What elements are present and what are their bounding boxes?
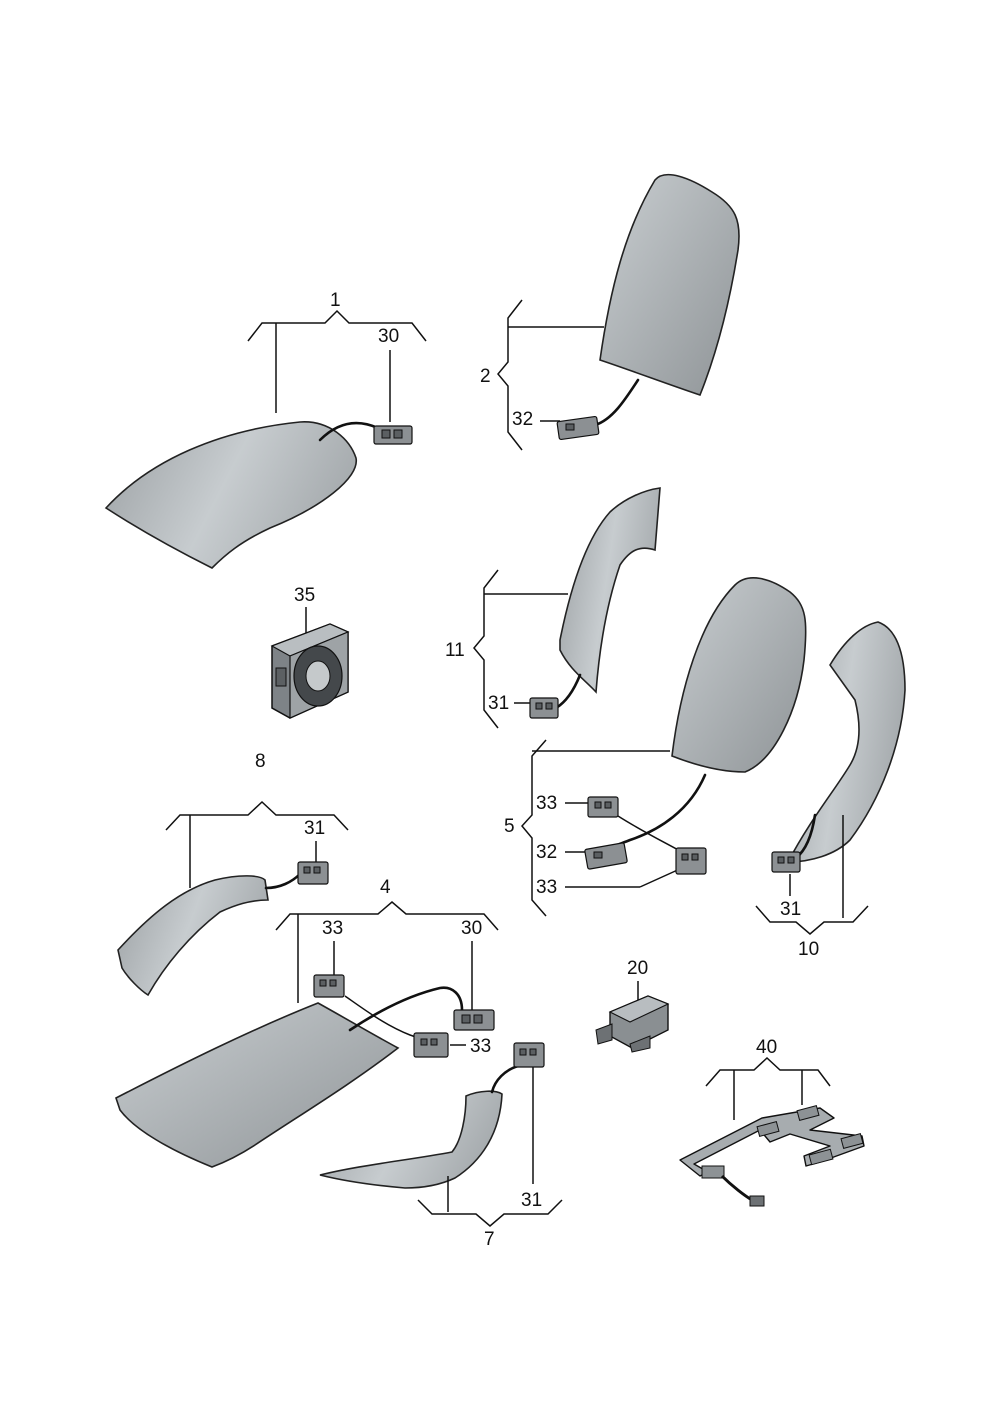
connector-31-a-icon: [529, 697, 559, 719]
connector-33-c-icon: [313, 974, 345, 998]
connector-31-b-icon: [771, 851, 801, 873]
label-part-31-d[interactable]: 31: [521, 1190, 542, 1211]
connector-30-b-icon: [453, 1009, 495, 1031]
label-part-1[interactable]: 1: [330, 290, 341, 311]
seat-cushion-pad-icon: [104, 421, 357, 569]
group-40-occupant-sensor-mat: 40: [679, 1037, 865, 1207]
group-8-cushion-side-heating: 8 31: [117, 751, 349, 997]
bracket-1: [247, 309, 427, 342]
cable-2: [593, 378, 640, 427]
label-part-8[interactable]: 8: [255, 751, 266, 772]
cable-5-branch: [617, 815, 683, 853]
label-part-4[interactable]: 4: [380, 877, 391, 898]
cushion-side-pad-lower-icon: [319, 1090, 503, 1189]
label-part-31-b[interactable]: 31: [780, 899, 801, 920]
group-10-backrest-side-heating-right: 31 10: [755, 621, 906, 960]
cushion-pad-4-icon: [115, 1002, 400, 1168]
occupant-sensor-mat-icon: [679, 1104, 865, 1207]
backrest-side-pad-right-icon: [786, 621, 906, 863]
label-part-33-c[interactable]: 33: [322, 918, 343, 939]
group-7-cushion-side-heating-lower: 31 7: [319, 1042, 563, 1250]
cable-7: [490, 1064, 520, 1094]
connector-31-c-icon: [297, 861, 329, 885]
label-part-33-b[interactable]: 33: [536, 877, 557, 898]
bracket-8: [165, 800, 349, 831]
control-unit-icon: [595, 995, 670, 1053]
connector-33-d-icon: [413, 1032, 449, 1058]
label-part-30-a[interactable]: 30: [378, 326, 399, 347]
cable-1: [318, 421, 380, 442]
connector-32-b-icon: [584, 842, 628, 870]
group-2-backrest-heating: 2 32: [480, 173, 740, 451]
bracket-4: [275, 901, 499, 931]
bracket-11: [473, 569, 499, 729]
label-part-40[interactable]: 40: [756, 1037, 777, 1058]
fan-icon: [270, 623, 350, 719]
bracket-10: [755, 905, 869, 935]
backrest-side-pad-icon: [559, 487, 661, 694]
connector-33-a-icon: [587, 796, 619, 818]
leader-33-b-diag: [639, 867, 683, 888]
group-11-backrest-side-heating: 11 31: [445, 487, 661, 729]
label-part-35[interactable]: 35: [294, 585, 315, 606]
label-part-31-a[interactable]: 31: [488, 693, 509, 714]
group-35-fan: 35: [270, 585, 350, 719]
connector-30-a-icon: [373, 425, 413, 445]
backrest-pad-icon: [599, 173, 740, 396]
connector-31-d-icon: [513, 1042, 545, 1068]
label-part-20[interactable]: 20: [627, 958, 648, 979]
label-part-33-d[interactable]: 33: [470, 1036, 491, 1057]
bracket-5: [521, 739, 547, 917]
label-part-31-c[interactable]: 31: [304, 818, 325, 839]
label-part-10[interactable]: 10: [798, 939, 819, 960]
label-part-33-a[interactable]: 33: [536, 793, 557, 814]
group-4-cushion-heating-with-wiring: 4 33 30 33: [115, 877, 499, 1168]
backrest-pad-5-icon: [671, 577, 807, 773]
label-part-32-a[interactable]: 32: [512, 409, 533, 430]
label-part-32-b[interactable]: 32: [536, 842, 557, 863]
connector-32-a-icon: [556, 415, 600, 441]
bracket-40: [705, 1056, 831, 1087]
label-part-2[interactable]: 2: [480, 366, 491, 387]
bracket-7: [417, 1199, 563, 1227]
label-part-7[interactable]: 7: [484, 1229, 495, 1250]
cable-8: [264, 872, 302, 890]
group-1-seat-cushion-heating: 1 30: [104, 290, 427, 569]
label-part-5[interactable]: 5: [504, 816, 515, 837]
group-20-control-unit: 20: [595, 958, 670, 1053]
cable-4-a: [348, 986, 464, 1032]
label-part-30-b[interactable]: 30: [461, 918, 482, 939]
bracket-2: [497, 299, 523, 451]
cable-11: [554, 673, 582, 710]
cushion-side-pad-icon: [117, 875, 269, 997]
group-5-backrest-heating-with-wiring: 5 33 32 33: [504, 577, 807, 917]
label-part-11[interactable]: 11: [445, 640, 465, 661]
connector-33-b-icon: [675, 847, 707, 875]
